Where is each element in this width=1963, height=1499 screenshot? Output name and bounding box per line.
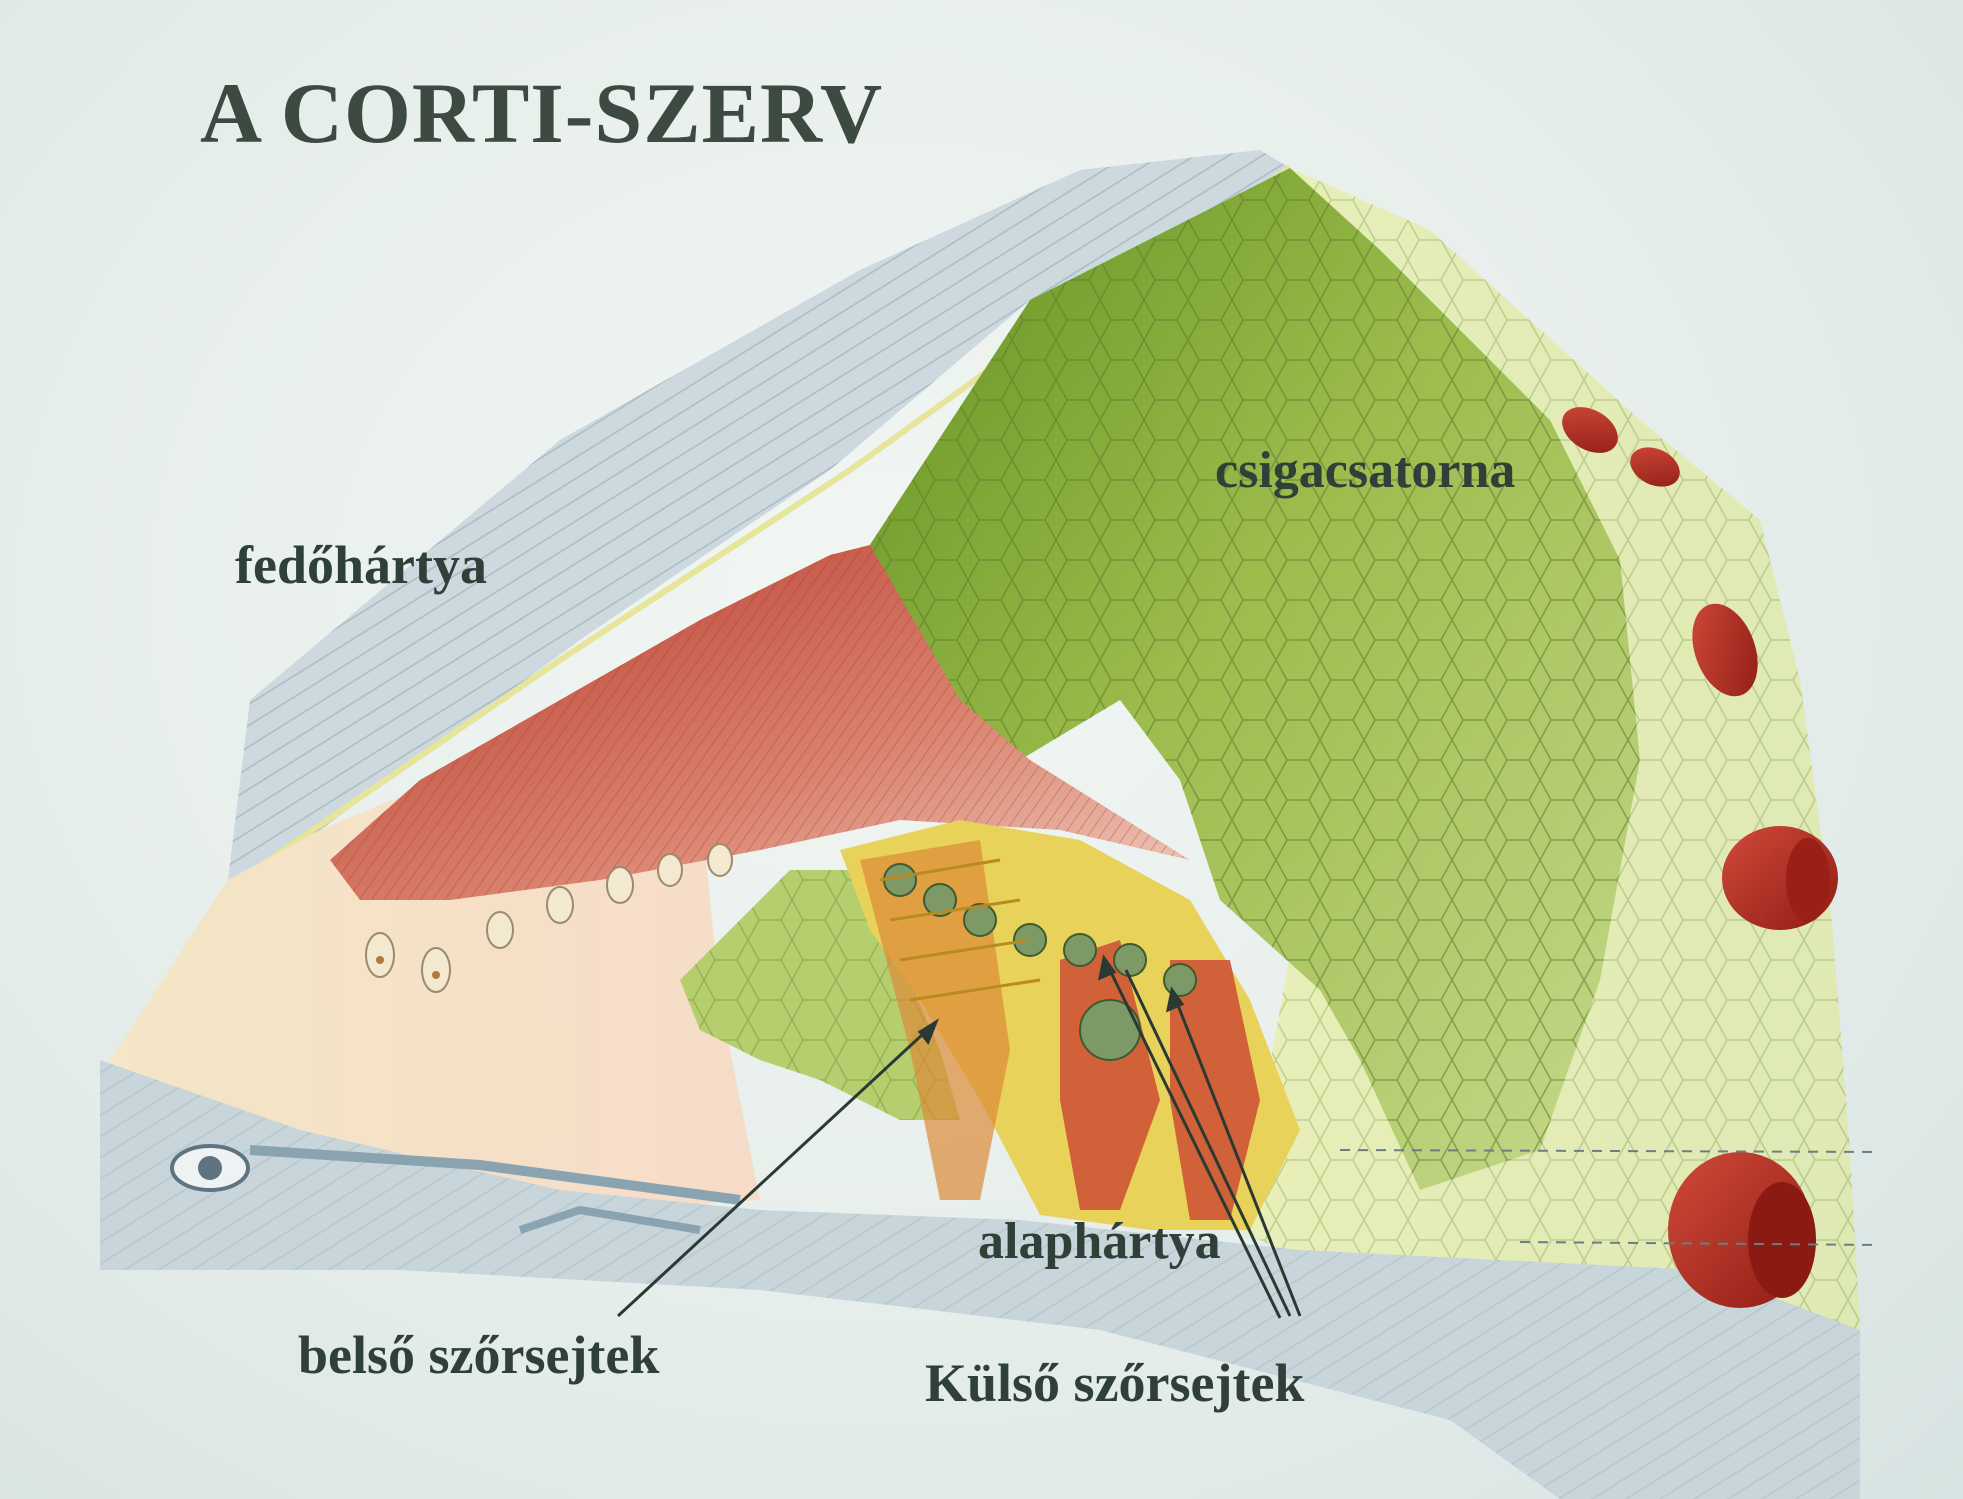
pointer-line-inner-hair-cells <box>616 1020 938 1318</box>
pointer-lines <box>616 954 1302 1319</box>
corti-cell-cluster <box>840 820 1300 1230</box>
pointer-line-outer-hair-cells <box>1102 957 1282 1319</box>
label-cochlear-duct: csigacsatorna <box>1215 442 1516 499</box>
label-tectorial-membrane: fedőhártya <box>235 535 487 595</box>
label-inner-hair-cells: belső szőrsejtek <box>298 1325 660 1385</box>
label-basilar-membrane: alaphártya <box>978 1213 1221 1270</box>
interdental-cells <box>365 843 733 993</box>
slide-title: A CORTI-SZERV <box>200 65 884 161</box>
label-outer-hair-cells: Külső szőrsejtek <box>925 1353 1305 1413</box>
blood-vessels <box>1562 407 1838 1308</box>
